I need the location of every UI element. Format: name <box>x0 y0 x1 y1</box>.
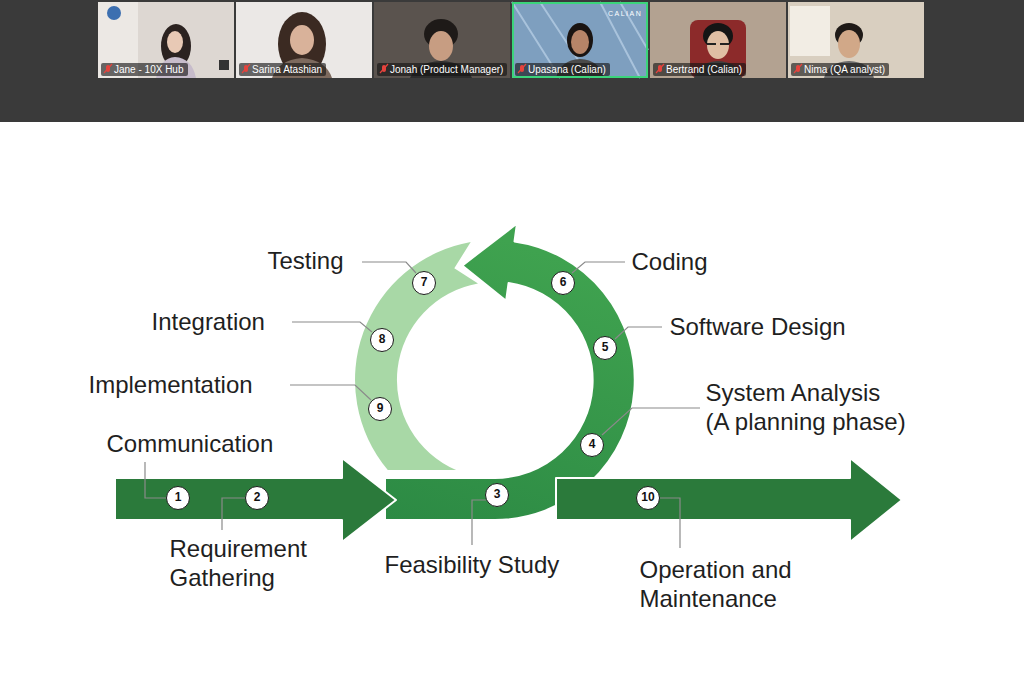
video-strip <box>0 0 1024 122</box>
step-number: 1 <box>167 487 189 508</box>
step-label: Requirement Gathering <box>170 534 330 592</box>
mic-body <box>796 65 800 72</box>
leader-line <box>660 498 680 548</box>
step-label: Software Design <box>670 312 910 341</box>
qr-code <box>219 60 229 70</box>
video-tile <box>788 2 924 78</box>
participant-name: Upasana (Calian) <box>515 63 610 76</box>
step-label: Operation and Maintenance <box>640 555 830 613</box>
mic-body <box>244 65 248 72</box>
step-marker: 9Implementation <box>368 397 392 421</box>
building-lines <box>512 2 648 78</box>
step-number: 7 <box>413 272 435 293</box>
mic-body <box>382 65 386 72</box>
entry-arrow <box>115 458 396 542</box>
participant-name: Jane - 10X Hub <box>101 63 188 76</box>
hair <box>567 23 593 57</box>
step-number: 2 <box>246 487 268 508</box>
active-speaker-border <box>513 3 647 77</box>
step-label: System Analysis (A planning phase) <box>706 378 910 436</box>
leader-line <box>222 498 245 530</box>
participant-name: Bertrand (Calian) <box>653 63 746 76</box>
mic-body <box>106 65 110 72</box>
mic-slash <box>794 64 802 73</box>
step-marker: 7Testing <box>412 271 436 295</box>
face <box>707 31 729 59</box>
leader-line <box>615 327 662 339</box>
step-label: Testing <box>268 246 388 275</box>
step-label: Feasibility Study <box>385 550 625 579</box>
step-label: Implementation <box>89 370 289 399</box>
mic-slash <box>380 64 388 73</box>
step-number: 6 <box>552 272 574 293</box>
leader-line <box>290 385 371 400</box>
leader-line <box>292 322 372 332</box>
video-tile <box>236 2 372 78</box>
leader-line <box>362 262 416 273</box>
step-label: Communication <box>107 429 327 458</box>
step-marker: 6Coding <box>551 271 575 295</box>
video-tile <box>374 2 510 78</box>
step-number: 8 <box>371 329 393 350</box>
logo <box>107 6 121 20</box>
step-marker: 4System Analysis (A planning phase) <box>580 433 604 457</box>
mic-body <box>658 65 662 72</box>
glasses <box>707 43 729 45</box>
video-tile <box>98 2 234 78</box>
step-marker: 8Integration <box>370 328 394 352</box>
participant-name: Nima (QA analyst) <box>791 63 889 76</box>
step-number: 9 <box>369 398 391 419</box>
leader-line <box>472 500 486 545</box>
step-label: Coding <box>632 247 782 276</box>
muted-mic-icon <box>794 64 802 73</box>
step-marker: 3Feasibility Study <box>485 483 509 507</box>
step-marker: 2Requirement Gathering <box>245 486 269 510</box>
face <box>838 30 860 58</box>
mic-slash <box>656 64 664 73</box>
muted-mic-icon <box>380 64 388 73</box>
exit-arrow <box>556 458 902 542</box>
loop-arc-dark <box>385 224 635 521</box>
mic-slash <box>242 64 250 73</box>
video-tile <box>512 2 648 78</box>
face <box>167 31 183 53</box>
face <box>571 30 589 54</box>
video-tile <box>650 2 786 78</box>
logo-text: CALIAN <box>608 9 642 18</box>
loop-arc-light <box>355 242 478 470</box>
leader-line <box>145 462 166 498</box>
step-marker: 1Communication <box>166 486 190 510</box>
leader-line <box>602 408 700 435</box>
step-marker: 5Software Design <box>593 336 617 360</box>
step-number: 3 <box>486 484 508 505</box>
window <box>790 6 830 56</box>
face <box>429 31 453 61</box>
muted-mic-icon <box>656 64 664 73</box>
step-number: 5 <box>594 337 616 358</box>
step-number: 10 <box>637 487 659 508</box>
step-number: 4 <box>581 434 603 455</box>
face <box>290 25 314 55</box>
mic-slash <box>518 64 526 73</box>
muted-mic-icon <box>104 64 112 73</box>
muted-mic-icon <box>242 64 250 73</box>
mic-slash <box>104 64 112 73</box>
leader-lines <box>145 262 700 548</box>
participant-name: Jonah (Product Manager) <box>377 63 507 76</box>
participant-name: Sarina Atashian <box>239 63 326 76</box>
mic-body <box>520 65 524 72</box>
muted-mic-icon <box>518 64 526 73</box>
step-label: Integration <box>152 307 302 336</box>
leader-line <box>572 262 625 273</box>
step-marker: 10Operation and Maintenance <box>636 486 660 510</box>
